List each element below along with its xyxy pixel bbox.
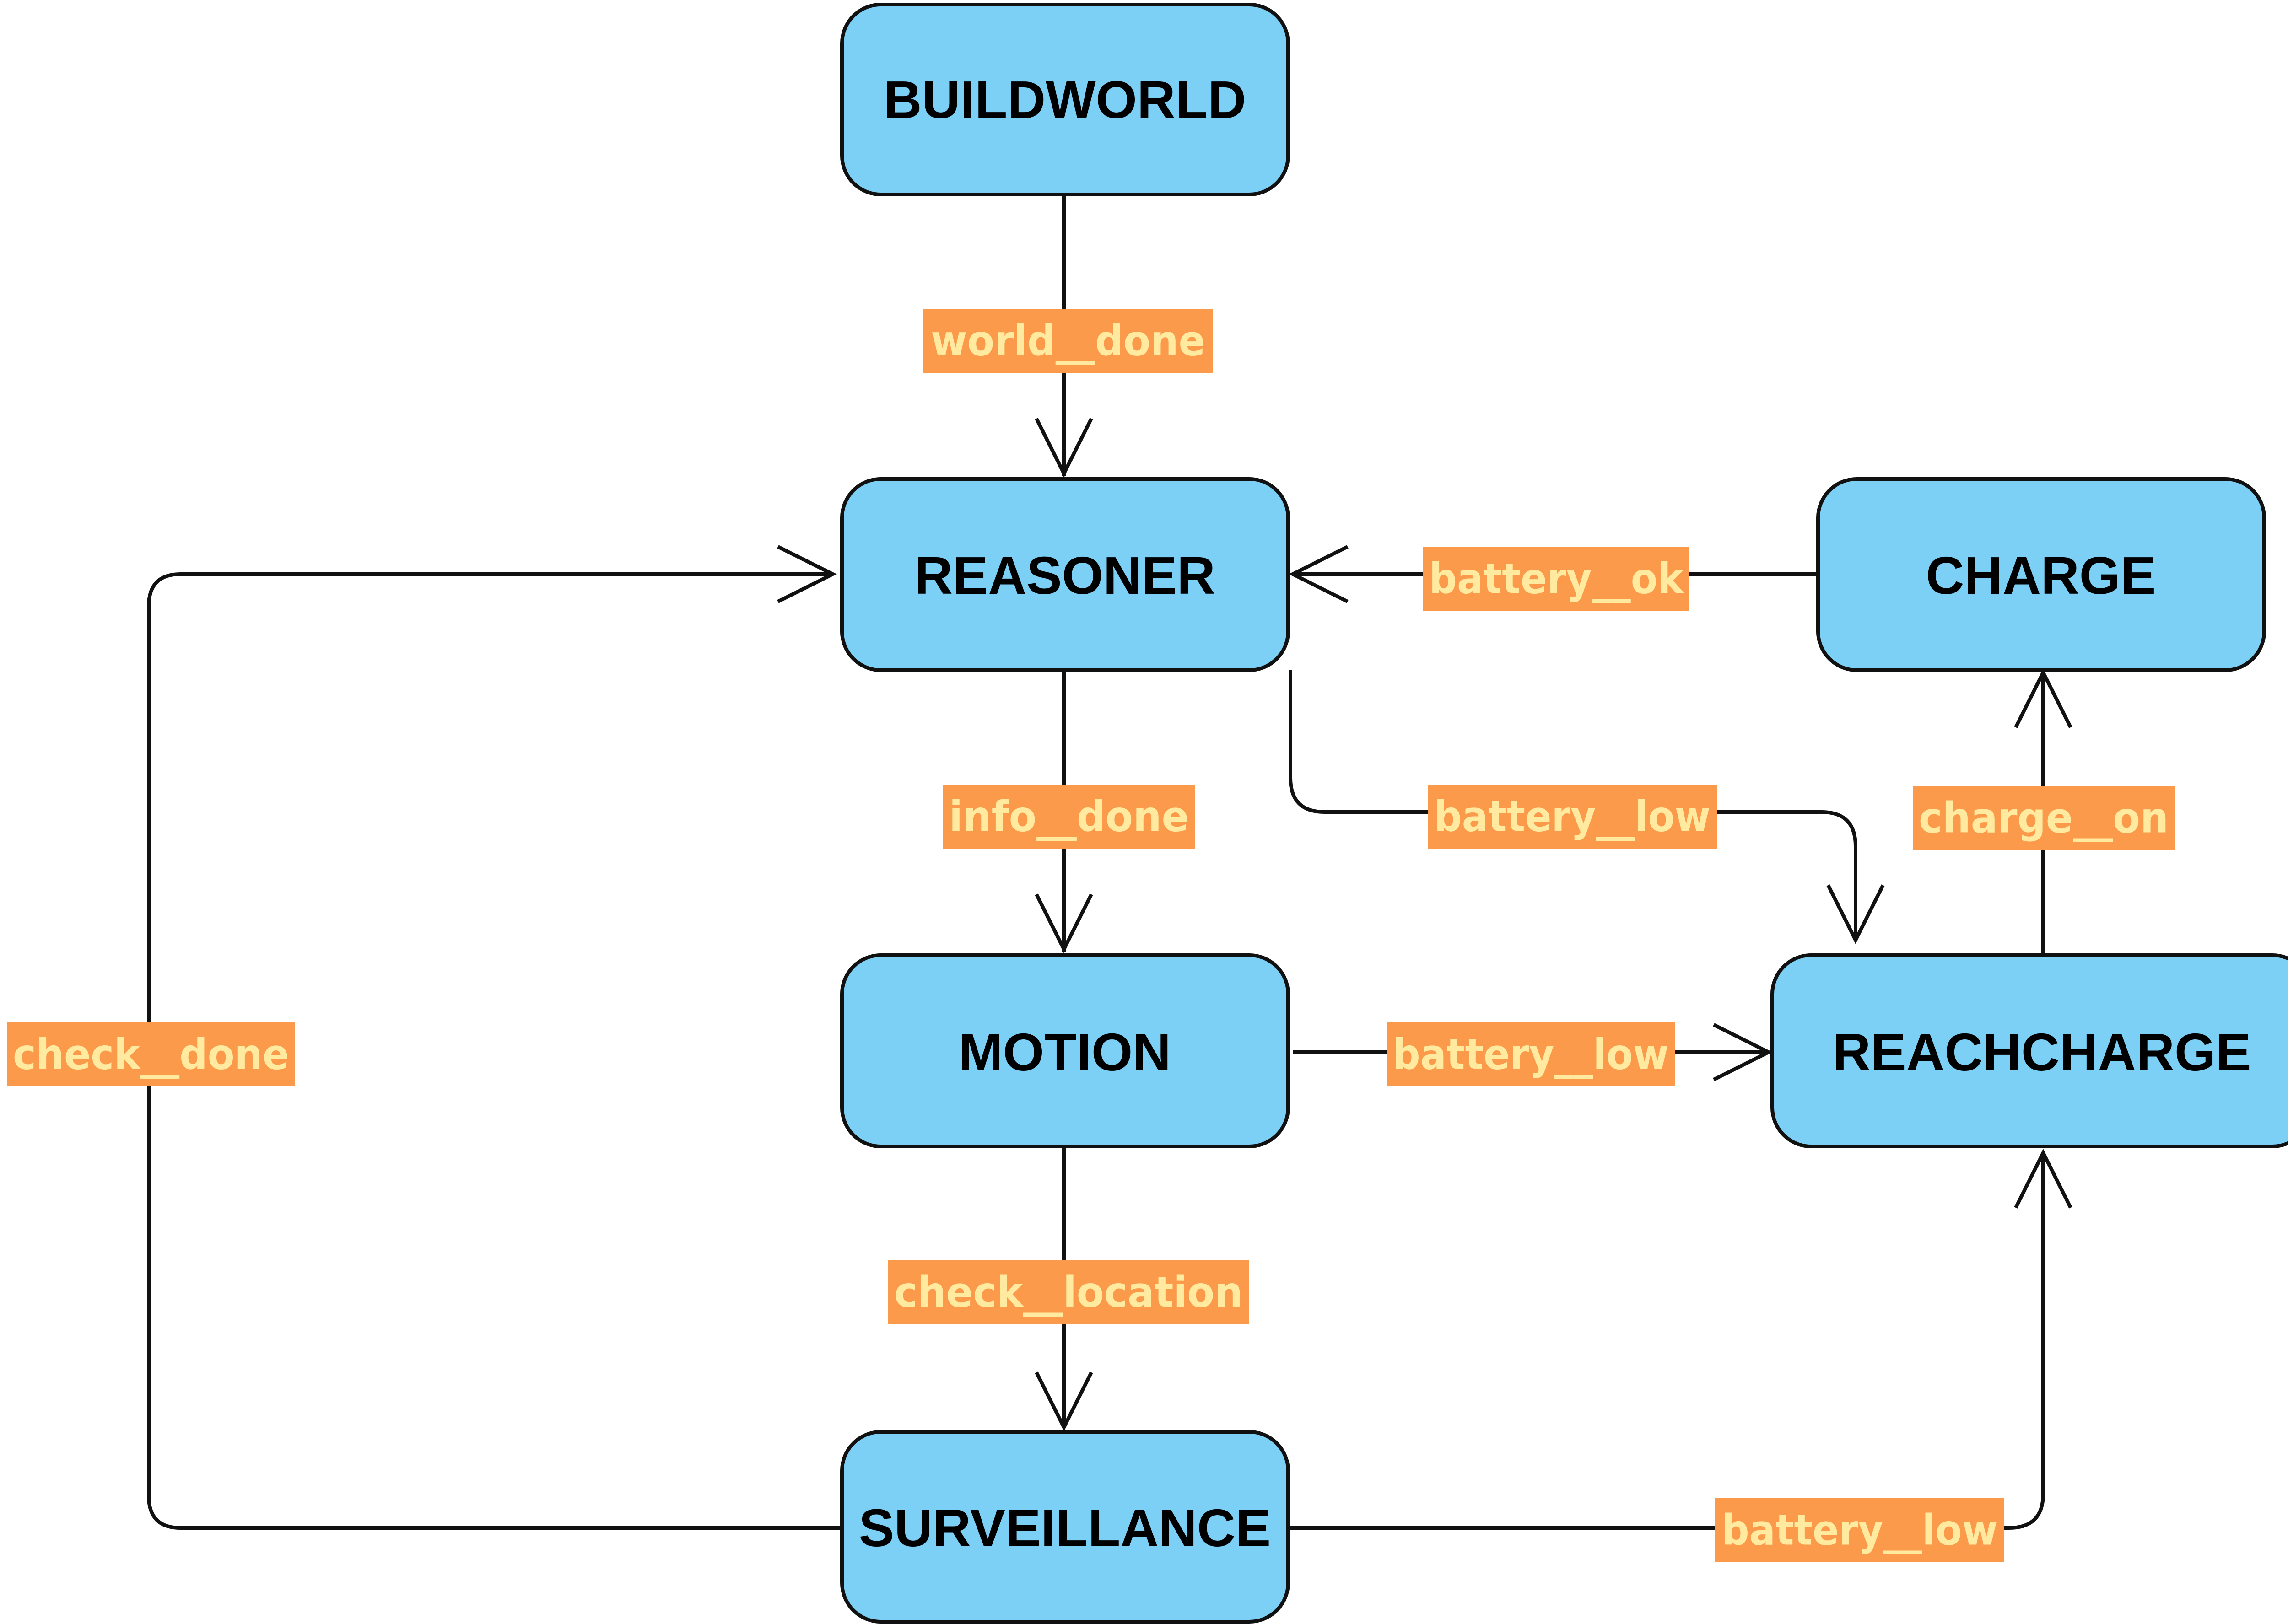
edge-label-world-done: world__done: [923, 309, 1213, 373]
edge-label-text-check-location: check__location: [894, 1268, 1243, 1317]
arrow-head-motion-to-reachcharge: [1713, 1023, 1773, 1081]
arrow-head-charge-to-reasoner: [1289, 545, 1349, 603]
arrow-head-reachcharge-to-charge: [2014, 668, 2072, 728]
state-surveillance: SURVEILLANCE: [840, 1430, 1290, 1624]
state-label-surveillance: SURVEILLANCE: [859, 1498, 1271, 1558]
arrow-head-surveillance-to-reachcharge: [2014, 1149, 2072, 1209]
edge-label-charge-on: charge__on: [1913, 786, 2175, 850]
edge-label-text-battery-ok: battery__ok: [1429, 554, 1684, 603]
state-label-charge: CHARGE: [1926, 546, 2156, 605]
edge-label-check-done: check__done: [7, 1022, 295, 1086]
edge-label-text-info-done: info__done: [949, 792, 1189, 841]
state-label-reasoner: REASONER: [914, 546, 1215, 605]
edge-label-text-check-done: check__done: [13, 1030, 289, 1079]
edge-label-text-charge-on: charge__on: [1919, 794, 2169, 843]
edge-labels: world__done battery__ok info__done batte…: [7, 309, 2175, 1562]
edge-label-text-battery-low-motion: battery__low: [1392, 1030, 1669, 1079]
state-reachcharge: REACHCHARGE: [1770, 953, 2288, 1148]
arrow-head-buildworld-to-reasoner: [1035, 418, 1093, 478]
state-label-reachcharge: REACHCHARGE: [1832, 1022, 2251, 1082]
state-label-motion: MOTION: [959, 1022, 1171, 1082]
edge-label-info-done: info__done: [943, 785, 1195, 849]
arrow-head-surveillance-to-reasoner: [777, 545, 837, 603]
state-buildworld: BUILDWORLD: [840, 3, 1290, 196]
arrow-head-reasoner-to-reachcharge: [1826, 884, 1885, 944]
edge-label-text-world-done: world__done: [931, 317, 1205, 366]
edge-label-text-battery-low-reasoner: battery__low: [1434, 792, 1711, 841]
state-charge: CHARGE: [1816, 477, 2266, 672]
edge-label-battery-low-surveillance: battery__low: [1715, 1498, 2004, 1562]
edges: [147, 194, 2072, 1530]
state-reasoner: REASONER: [840, 477, 1290, 672]
arrow-head-reasoner-to-motion: [1035, 893, 1093, 953]
edge-label-battery-low-reasoner: battery__low: [1428, 785, 1717, 849]
arrow-head-motion-to-surveillance: [1035, 1371, 1093, 1431]
state-motion: MOTION: [840, 953, 1290, 1148]
edge-label-battery-low-motion: battery__low: [1387, 1022, 1675, 1086]
edge-label-text-battery-low-surveillance: battery__low: [1721, 1506, 1998, 1555]
state-label-buildworld: BUILDWORLD: [884, 70, 1247, 129]
edge-label-battery-ok: battery__ok: [1423, 547, 1689, 611]
edge-label-check-location: check__location: [888, 1260, 1249, 1324]
edge-surveillance-to-reachcharge: [1290, 1153, 2045, 1530]
states: BUILDWORLD REASONER CHARGE MOTION REACHC…: [840, 3, 2288, 1624]
